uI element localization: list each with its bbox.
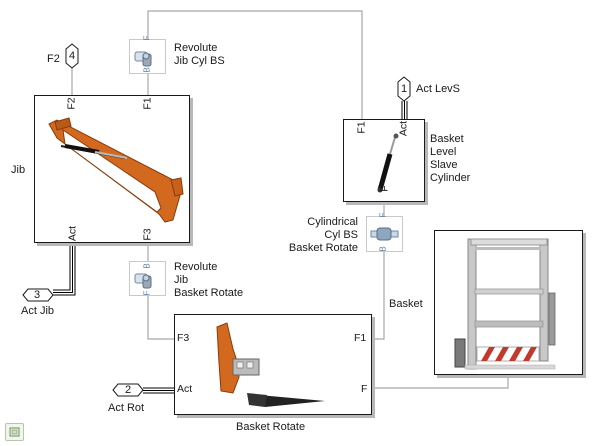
basket-rotate-block[interactable] xyxy=(174,314,372,415)
cp-act-jib-label: Act Jib xyxy=(21,305,54,318)
cp-f2-number: 4 xyxy=(69,50,75,63)
jib-port-f3: F3 xyxy=(143,225,154,245)
wire-rotate-to-basket xyxy=(372,375,508,388)
jib-block[interactable] xyxy=(34,95,190,243)
model-browser-toggle-button[interactable] xyxy=(5,423,24,441)
jib-port-f2: F2 xyxy=(67,94,78,114)
basket-rotate-port-f: F xyxy=(361,384,367,395)
basket-rotate-port-f3: F3 xyxy=(177,333,189,344)
basket-level-port-f1: F1 xyxy=(357,118,368,138)
basket-level-port-f: F xyxy=(380,179,391,199)
basket-rotate-port-act: Act xyxy=(177,384,192,395)
wire-revbasket-to-rotate xyxy=(148,296,176,339)
cylindrical-port-b: B xyxy=(380,246,388,251)
cylindrical-name: Cylindrical Cyl BS Basket Rotate xyxy=(282,216,358,255)
signal-act-jib xyxy=(53,243,70,290)
cp-f2-label: F2 xyxy=(47,53,60,66)
basket-level-name: Basket Level Slave Cylinder xyxy=(430,133,470,185)
basket-level-port-act: Act xyxy=(399,116,410,142)
jib-port-act: Act xyxy=(68,221,79,247)
basket-rotate-graphic xyxy=(175,315,371,414)
revolute-jib-cyl-port-f: F xyxy=(143,36,151,41)
basket-rotate-port-f1: F1 xyxy=(354,333,366,344)
jib-graphic xyxy=(35,96,189,242)
revolute-jib-basket-port-f: F xyxy=(143,291,151,296)
cp-act-levs-number: 1 xyxy=(401,83,407,96)
jib-name: Jib xyxy=(11,164,25,177)
cp-act-rot-label: Act Rot xyxy=(108,402,144,415)
basket-block[interactable] xyxy=(434,230,583,375)
revolute-jib-basket-port-b: B xyxy=(144,263,152,268)
basket-graphic xyxy=(435,231,582,374)
cp-act-rot-number: 2 xyxy=(125,384,131,397)
cp-act-levs-label: Act LevS xyxy=(416,83,460,96)
cp-act-jib-number: 3 xyxy=(34,289,40,302)
jib-port-f1: F1 xyxy=(143,94,154,114)
revolute-jib-cyl-name: Revolute Jib Cyl BS xyxy=(174,42,225,68)
model-browser-icon xyxy=(6,424,23,440)
wire-cyl-to-rotate xyxy=(372,252,384,339)
revolute-jib-cyl-port-b: B xyxy=(144,67,152,72)
cylindrical-port-f: F xyxy=(379,213,387,218)
revolute-jib-basket-name: Revolute Jib Basket Rotate xyxy=(174,261,243,300)
basket-rotate-name: Basket Rotate xyxy=(236,421,305,434)
basket-name: Basket xyxy=(389,298,423,311)
